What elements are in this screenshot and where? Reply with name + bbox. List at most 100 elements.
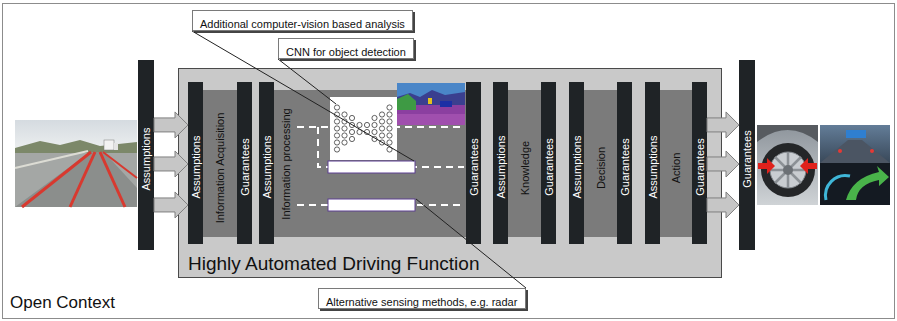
interface-bar: Assumptions [188,82,203,244]
module-label: Information Acquisition [214,112,227,223]
photo-truck [114,143,118,150]
dashed-paths [297,127,464,205]
module-box: Knowledge [508,90,541,237]
function-box: Assumptions Information Acquisition Guaran… [178,68,722,278]
text-holder: CNN for object detection [286,42,406,60]
wheel-photo [757,125,818,205]
module-box: Action [660,90,692,237]
leader-line [278,59,336,104]
module-box: Information Acquisition [203,90,237,237]
photo-truck [104,140,114,150]
interface-label: Assumptions [494,136,507,199]
callout-box: CNN for object detection [278,38,414,59]
text-holder: Alternative sensing methods, e.g. radar [326,292,518,310]
photo-sky [15,120,137,152]
photo-background [757,125,818,205]
heading-text: Highly Automated Driving Function [185,253,482,275]
module-label: Knowledge [518,140,531,194]
photo-road [820,140,890,163]
sensing-block [328,199,415,211]
text-holder: Additional computer-vision based analysi… [200,14,405,32]
context-frame: Additional computer-vision based analysi… [2,3,895,319]
callout-box: Alternative sensing methods, e.g. radar [318,288,526,309]
leader-line [192,31,414,161]
interface-label: Guarantees [741,130,754,187]
text-holder: Open Context [10,293,115,313]
segment-sky [397,83,465,97]
lane-marking [100,152,125,207]
callout-box: Additional computer-vision based analysi… [192,10,413,31]
hud-sign [846,130,866,138]
analysis-block [328,161,415,173]
wheel-fender [757,125,818,142]
dial [825,175,850,200]
segment-road [397,83,465,125]
leader-lines [192,31,526,288]
module-box: Decision [584,90,617,237]
cnn-image [330,97,397,160]
interface-bar: Assumptions [493,82,508,244]
interface-label: Guarantees [467,138,480,195]
dashed-path [297,204,464,206]
interface-bar: Assumptions [645,82,660,244]
interface-bar: Guarantees [237,82,252,244]
brake-arrow [758,158,775,174]
segment-car [440,101,452,107]
photo-ground [15,120,137,207]
rim-spokes [770,152,806,188]
lane-marking [103,152,137,178]
interface-bar: Guarantees [541,82,556,244]
dashboard [820,163,890,205]
brake-arrow [800,158,817,174]
segment-tree [397,94,416,110]
photo-guardrail [15,151,88,168]
module-box: Information processing [274,90,466,237]
interface-bar: Assumptions [138,60,154,250]
interface-label: Assumptions [646,136,659,199]
segmentation-image [397,83,465,125]
interface-label: Guarantees [238,138,251,195]
block-arrow [707,192,739,218]
block-arrow [154,112,188,138]
dashed-path [318,127,464,167]
neuron-column [372,115,377,141]
callout-text: Additional computer-vision based analysi… [200,18,405,31]
neuron-column [357,122,362,134]
segment-buildings [397,90,465,105]
interface-bar: Guarantees [466,82,481,244]
tyre [761,143,815,197]
tail-light [870,149,874,153]
photo-background [820,125,890,205]
interface-bar: Assumptions [569,82,584,244]
road-photo [15,120,137,207]
heading-text: Open Context [10,293,115,313]
photo-sky [820,125,890,163]
segment-sidewalk [397,114,465,125]
interface-bar: Assumptions [259,82,274,244]
callout-text: CNN for object detection [286,46,406,59]
tail-light [838,149,842,153]
callout-text: Alternative sensing methods, e.g. radar [326,296,517,309]
cockpit-photo [820,125,890,205]
hub [783,165,793,175]
rim [770,152,806,188]
interface-bar: Guarantees [739,60,755,250]
dashed-path [297,126,464,128]
leader-line [416,199,526,288]
lane-marking [22,152,91,207]
interface-label: Guarantees [618,138,631,195]
interface-label: Guarantees [693,138,706,195]
interface-label: Assumptions [570,136,583,199]
block-arrow [154,151,188,177]
interface-label: Assumptions [260,136,273,199]
neuron-column [342,112,347,145]
interface-bar: Guarantees [692,82,707,244]
steering-arrow [846,166,889,200]
neuron-column [334,105,339,152]
module-label: Action [670,152,683,183]
interface-bar: Guarantees [617,82,632,244]
interface-label: Assumptions [140,128,153,191]
lane-marking [70,152,95,207]
neuron-column [364,122,369,134]
